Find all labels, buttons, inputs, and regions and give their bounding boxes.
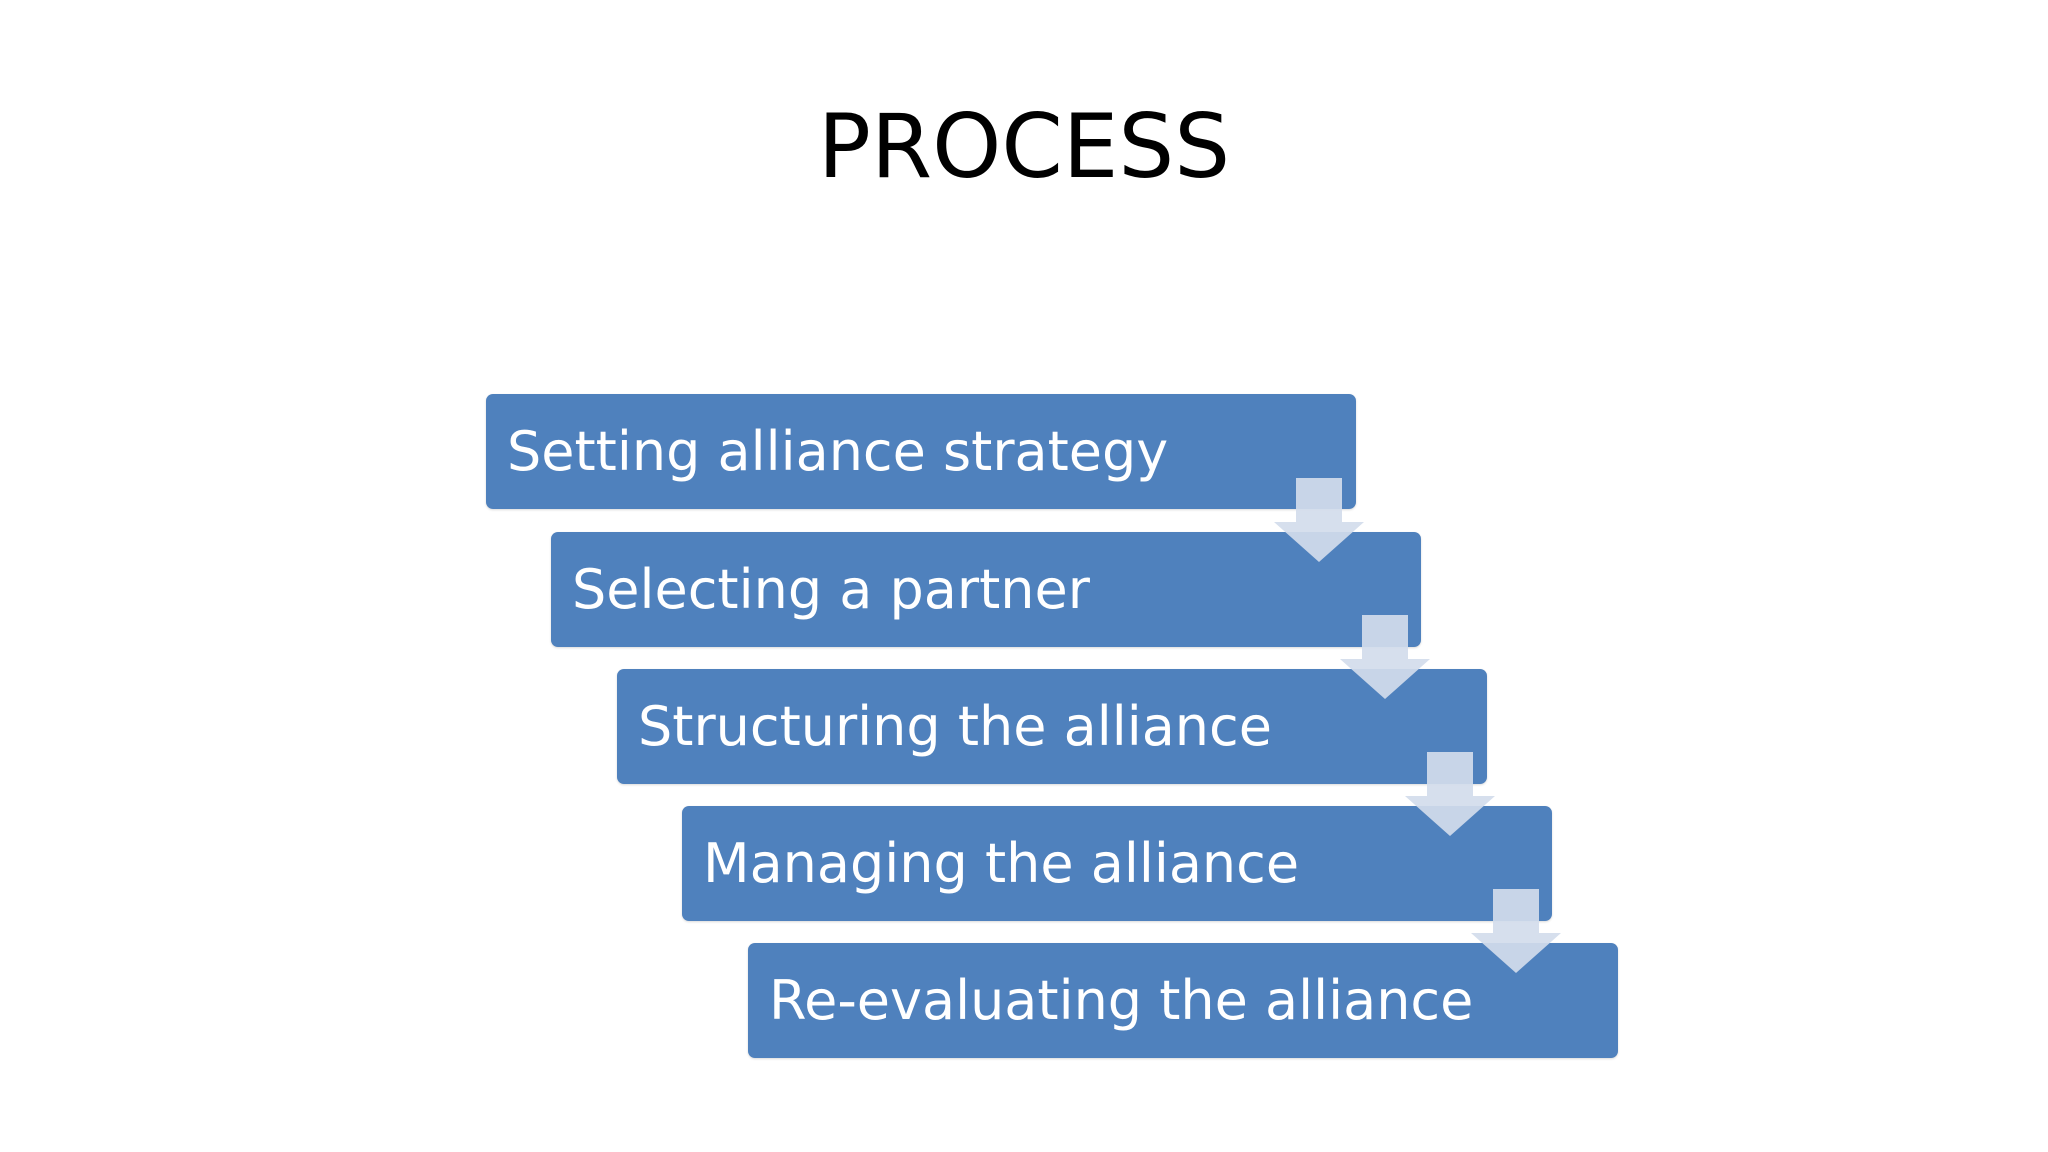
step-selecting-a-partner: Selecting a partner	[551, 532, 1421, 647]
down-arrow-icon	[1471, 889, 1561, 973]
down-arrow-icon	[1274, 478, 1364, 562]
down-arrow-icon	[1405, 752, 1495, 836]
step-structuring-the-alliance: Structuring the alliance	[617, 669, 1487, 784]
slide-title: PROCESS	[817, 95, 1231, 198]
step-re-evaluating-the-alliance: Re-evaluating the alliance	[748, 943, 1618, 1058]
down-arrow-icon	[1340, 615, 1430, 699]
step-managing-the-alliance: Managing the alliance	[682, 806, 1552, 921]
step-setting-alliance-strategy: Setting alliance strategy	[486, 394, 1356, 509]
